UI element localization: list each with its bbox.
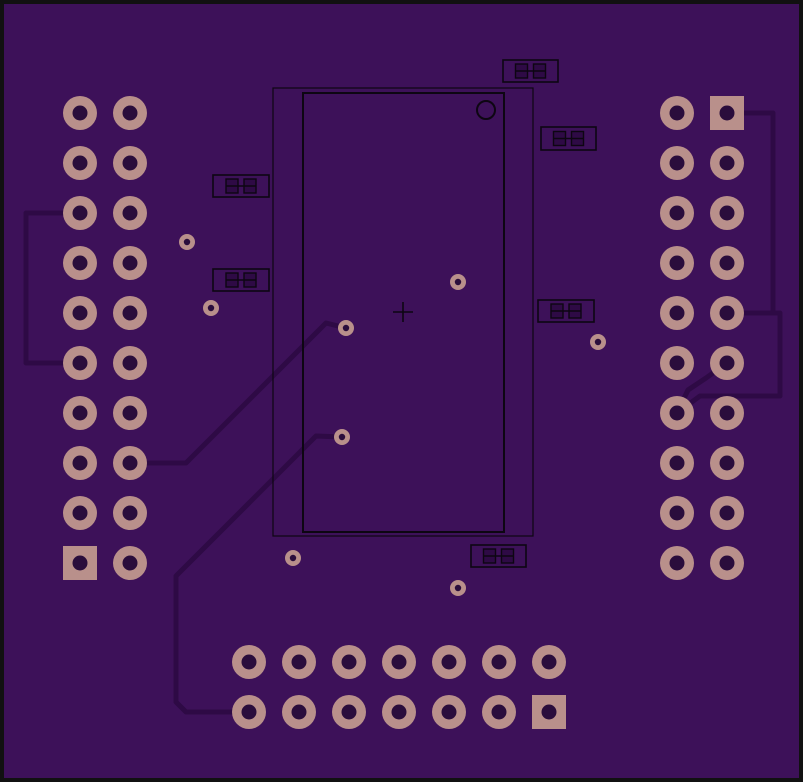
via-3	[338, 320, 354, 336]
right-header-pin-r10c2	[710, 546, 744, 580]
left-header-pin-r5c1	[63, 296, 97, 330]
trace-5	[674, 310, 783, 416]
left-header-pin-r7c2	[113, 396, 147, 430]
left-header-pin-r8c1	[63, 446, 97, 480]
right-header-pin-r6c2	[710, 346, 744, 380]
bottom-header-pin-r2c5	[432, 695, 466, 729]
bottom-header-pin-r1c2	[282, 645, 316, 679]
via-4	[450, 274, 466, 290]
bottom-header-pin-r2c6	[482, 695, 516, 729]
left-header-pin-r9c2	[113, 496, 147, 530]
via-5	[590, 334, 606, 350]
right-header-pin-r9c1	[660, 496, 694, 530]
left-header-pin-r2c2	[113, 146, 147, 180]
right-header-pin-r4c2	[710, 246, 744, 280]
smd-capacitor-6	[470, 544, 527, 568]
bottom-header-pin-r1c6	[482, 645, 516, 679]
via-7	[285, 550, 301, 566]
left-header-pin-r4c2	[113, 246, 147, 280]
right-header-pin-r3c2	[710, 196, 744, 230]
left-header-pin-r5c2	[113, 296, 147, 330]
via-2	[203, 300, 219, 316]
left-header-pin-r3c1	[63, 196, 97, 230]
right-header-pin-r4c1	[660, 246, 694, 280]
silkscreen-layer	[272, 87, 534, 537]
bottom-header-pin-r2c1	[232, 695, 266, 729]
left-header-pin-r10c2	[113, 546, 147, 580]
smd-capacitor-3	[212, 174, 270, 198]
bottom-header-pin-r1c7	[532, 645, 566, 679]
smd-pad-layer	[212, 59, 597, 568]
right-header-pin-r2c1	[660, 146, 694, 180]
left-header-pin-r8c2	[113, 446, 147, 480]
via-layer	[179, 234, 606, 596]
left-header-pin-r6c1	[63, 346, 97, 380]
left-header-pin-r9c1	[63, 496, 97, 530]
smd-capacitor-4	[212, 268, 270, 292]
through-hole-pad-layer	[63, 96, 744, 729]
bottom-header-pin-r2c2	[282, 695, 316, 729]
right-header-pin-r10c1	[660, 546, 694, 580]
bottom-header-pin-r2c3	[332, 695, 366, 729]
left-header-pin-r2c1	[63, 146, 97, 180]
bottom-header-pin-r1c4	[382, 645, 416, 679]
right-header-pin-r2c2	[710, 146, 744, 180]
left-header-pin-r4c1	[63, 246, 97, 280]
bottom-header-pin-r1c3	[332, 645, 366, 679]
right-header-pin-r6c1	[660, 346, 694, 380]
right-header-pin-r1c2	[710, 96, 744, 130]
pin1-marker-icon	[476, 100, 496, 120]
right-header-pin-r7c2	[710, 396, 744, 430]
bottom-header-pin-r2c7	[532, 695, 566, 729]
smd-capacitor-5	[537, 299, 595, 323]
via-8	[450, 580, 466, 596]
left-header-pin-r10c1	[63, 546, 97, 580]
bottom-header-pin-r2c4	[382, 695, 416, 729]
smd-capacitor-1	[502, 59, 559, 83]
bottom-header-pin-r1c1	[232, 645, 266, 679]
right-header-pin-r5c2	[710, 296, 744, 330]
right-header-pin-r8c1	[660, 446, 694, 480]
right-header-pin-r8c2	[710, 446, 744, 480]
chip-courtyard-outline	[272, 87, 534, 537]
left-header-pin-r6c2	[113, 346, 147, 380]
right-header-pin-r3c1	[660, 196, 694, 230]
right-header-pin-r5c1	[660, 296, 694, 330]
left-header-pin-r1c1	[63, 96, 97, 130]
left-header-pin-r3c2	[113, 196, 147, 230]
right-header-pin-r7c1	[660, 396, 694, 430]
trace-1	[23, 210, 83, 366]
trace-3	[173, 433, 345, 715]
via-1	[179, 234, 195, 250]
left-header-pin-r7c1	[63, 396, 97, 430]
chip-body-outline	[302, 92, 505, 533]
left-header-pin-r1c2	[113, 96, 147, 130]
via-6	[334, 429, 350, 445]
smd-capacitor-2	[540, 126, 597, 151]
trace-2	[127, 320, 349, 466]
bottom-header-pin-r1c5	[432, 645, 466, 679]
right-header-pin-r9c2	[710, 496, 744, 530]
right-header-pin-r1c1	[660, 96, 694, 130]
